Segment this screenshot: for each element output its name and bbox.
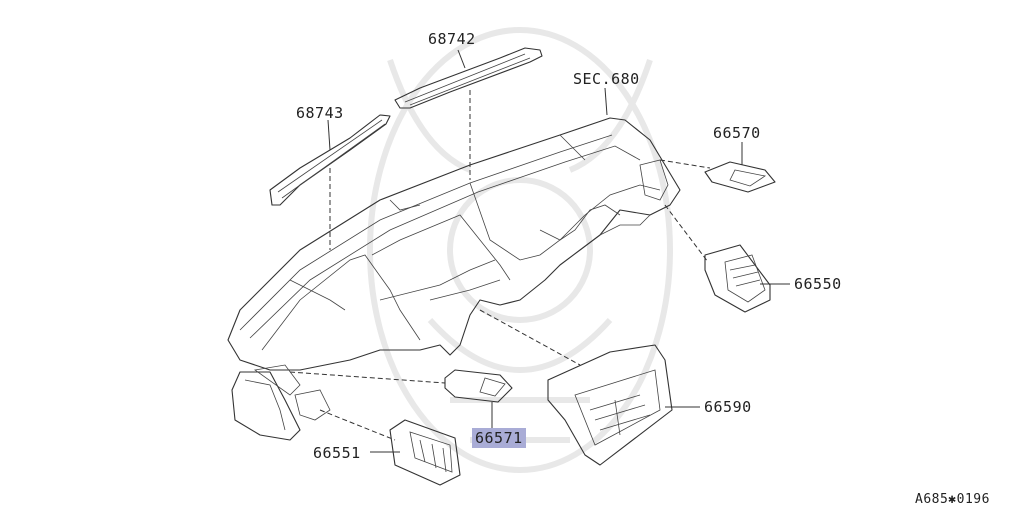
figure-code: A685✱0196: [915, 492, 990, 507]
vent-assembly-66551: [389, 419, 461, 486]
leader-lines: [327, 49, 790, 453]
side-defroster-grille-68743: [269, 114, 391, 206]
callout-68743[interactable]: 68743: [296, 104, 344, 122]
assembly-lines: [289, 90, 711, 441]
watermark-crest: [367, 27, 673, 473]
vent-assembly-66550: [704, 244, 771, 313]
center-vent-assembly-66590: [547, 344, 673, 466]
defroster-grille-68742: [394, 47, 543, 109]
callout-66551[interactable]: 66551: [313, 444, 361, 462]
callout-66590[interactable]: 66590: [704, 398, 752, 416]
side-vent-66570: [704, 161, 776, 193]
instrument-panel: [227, 117, 681, 441]
callout-66550[interactable]: 66550: [794, 275, 842, 293]
callout-66570[interactable]: 66570: [713, 124, 761, 142]
highlight-box: [472, 428, 526, 448]
callout-66571[interactable]: 66571: [475, 429, 523, 447]
callout-sec680[interactable]: SEC.680: [573, 70, 640, 88]
small-vent-66571: [444, 369, 513, 403]
callout-68742[interactable]: 68742: [428, 30, 476, 48]
